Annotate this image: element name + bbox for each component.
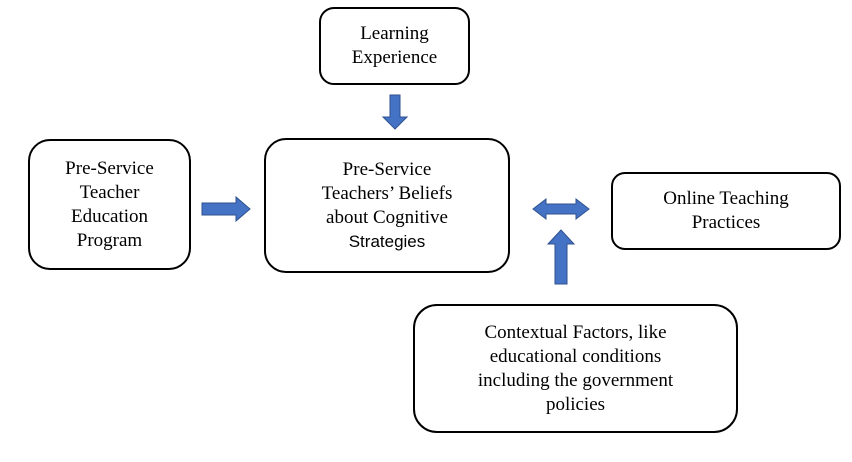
learning-experience-text: Learning Experience xyxy=(352,22,437,70)
contextual-factors-line-4: policies xyxy=(545,393,606,415)
arrow-right-icon xyxy=(201,195,251,223)
online-teaching-practices-box: Online Teaching Practices xyxy=(611,172,841,250)
arrow-down-icon xyxy=(381,94,409,130)
contextual-factors-line-2: educational conditions xyxy=(489,345,662,367)
online-teaching-practices-text: Online Teaching Practices xyxy=(663,187,788,235)
contextual-factors-box: Contextual Factors, like educational con… xyxy=(413,304,738,433)
contextual-factors-text: Contextual Factors, like educational con… xyxy=(478,321,673,417)
online-teaching-practices-line-1: Online Teaching xyxy=(663,188,789,209)
teacher-education-program-box: Pre-Service Teacher Education Program xyxy=(28,139,191,270)
beliefs-text: Pre-Service Teachers’ Beliefs about Cogn… xyxy=(322,158,453,254)
online-teaching-practices-line-2: Practices xyxy=(691,212,761,233)
teacher-education-program-line-4: Program xyxy=(76,229,143,251)
teacher-education-program-line-3: Education xyxy=(70,205,148,227)
learning-experience-line-1: Learning xyxy=(360,23,429,44)
beliefs-line-1: Pre-Service xyxy=(342,158,432,180)
learning-experience-box: Learning Experience xyxy=(319,7,470,85)
beliefs-line-4: Strategies xyxy=(348,231,426,251)
teacher-education-program-text: Pre-Service Teacher Education Program xyxy=(65,157,154,253)
teacher-education-program-line-1: Pre-Service xyxy=(65,157,154,179)
beliefs-line-2: Teachers’ Beliefs xyxy=(321,182,453,204)
beliefs-line-3: about Cognitive xyxy=(326,206,448,228)
double-arrow-icon xyxy=(532,197,590,221)
contextual-factors-line-1: Contextual Factors, like xyxy=(484,321,667,343)
contextual-factors-line-3: including the government xyxy=(477,369,674,391)
beliefs-box: Pre-Service Teachers’ Beliefs about Cogn… xyxy=(264,138,510,273)
arrow-up-icon xyxy=(546,229,576,285)
learning-experience-line-2: Experience xyxy=(351,47,438,68)
teacher-education-program-line-2: Teacher xyxy=(79,181,140,203)
